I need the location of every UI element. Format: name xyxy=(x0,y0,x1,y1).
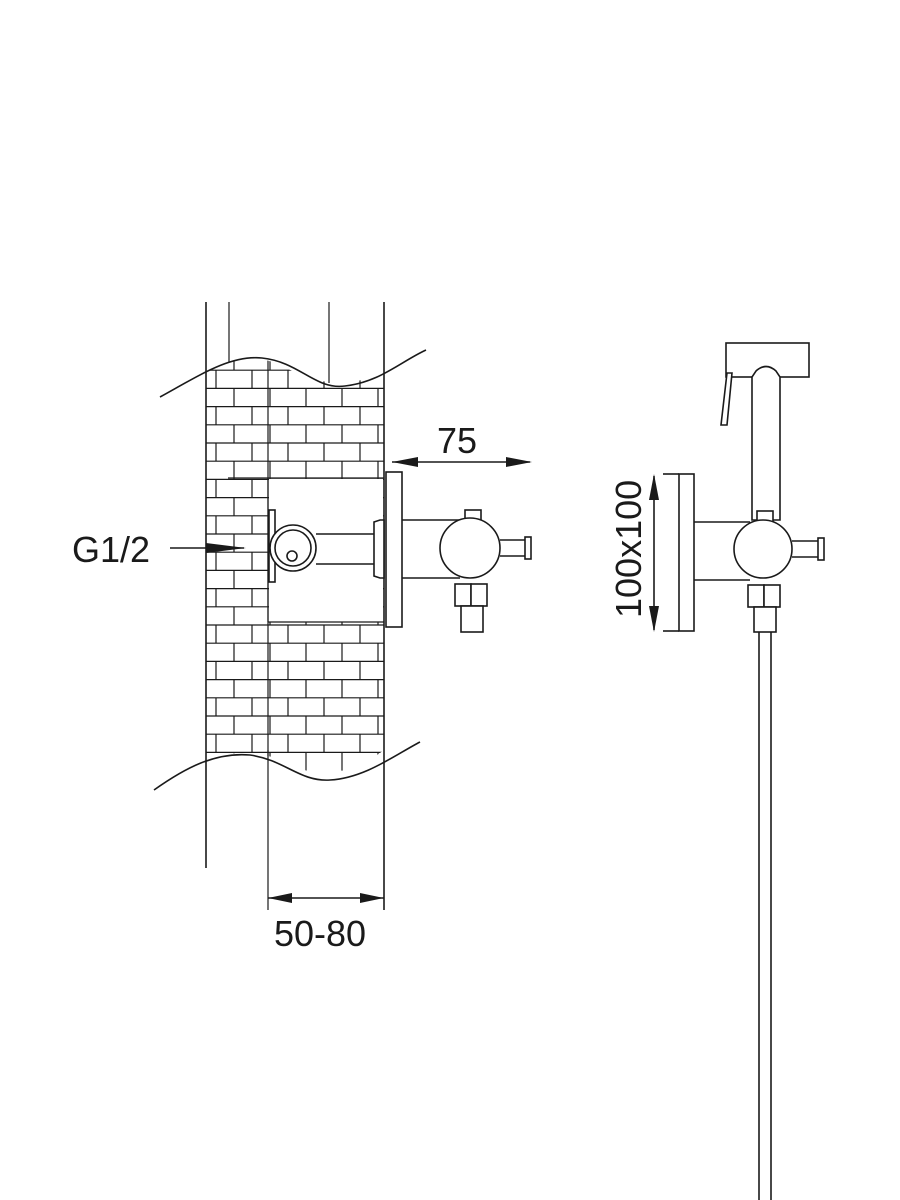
dimension-projection: 75 xyxy=(392,420,532,467)
dimension-label-projection: 75 xyxy=(437,420,477,461)
break-line-bottom xyxy=(153,741,421,791)
dimension-label-wall-depth: 50-80 xyxy=(274,913,366,954)
thread-label: G1/2 xyxy=(72,529,150,570)
wall-outline xyxy=(205,302,385,910)
break-line-top xyxy=(159,349,427,398)
wall-flange xyxy=(385,471,403,628)
inlet-fitting xyxy=(268,509,385,583)
dimension-label-plate-size: 100x100 xyxy=(608,480,649,618)
thread-callout: G1/2 xyxy=(72,529,246,570)
mixer-body xyxy=(402,509,532,633)
trigger-lever-icon xyxy=(720,372,733,426)
dimension-wall-depth: 50-80 xyxy=(268,893,384,954)
side-view-assembly: 100x100 xyxy=(608,342,825,1200)
